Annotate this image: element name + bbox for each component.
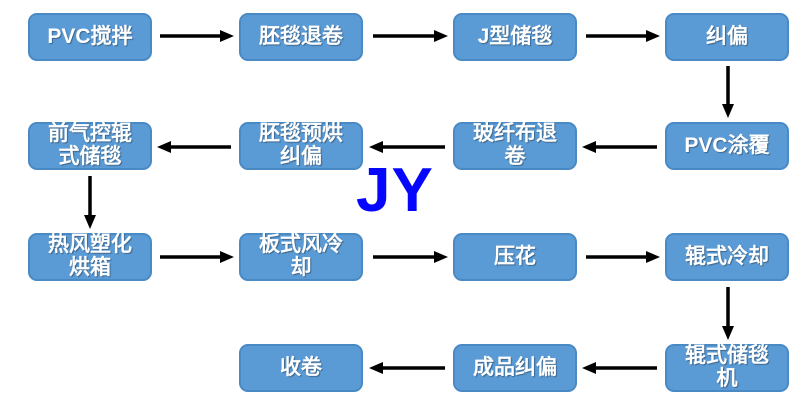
flow-node-fiberglass-unwind: 玻纤布退 卷 — [453, 122, 577, 170]
jy-watermark: JY — [356, 156, 434, 225]
flow-node-deviation-correction: 纠偏 — [665, 13, 789, 61]
flow-node-roller-storage-machine: 辊式储毯 机 — [665, 344, 789, 392]
flow-node-blanket-preheat-correction: 胚毯预烘 纠偏 — [239, 122, 363, 170]
flow-node-finished-correction: 成品纠偏 — [453, 344, 577, 392]
flow-node-blanket-unwind: 胚毯退卷 — [239, 13, 363, 61]
flow-node-front-air-roller-storage: 前气控辊 式储毯 — [28, 122, 152, 170]
flow-node-j-storage: J型储毯 — [453, 13, 577, 61]
flow-node-hot-air-oven: 热风塑化 烘箱 — [28, 233, 152, 281]
flow-node-winding: 收卷 — [239, 344, 363, 392]
flow-node-pvc-mixing: PVC搅拌 — [28, 13, 152, 61]
flow-node-roller-cooling: 辊式冷却 — [665, 233, 789, 281]
flow-node-pvc-coating: PVC涂覆 — [665, 122, 789, 170]
flow-node-plate-air-cooling: 板式风冷 却 — [239, 233, 363, 281]
flow-node-embossing: 压花 — [453, 233, 577, 281]
